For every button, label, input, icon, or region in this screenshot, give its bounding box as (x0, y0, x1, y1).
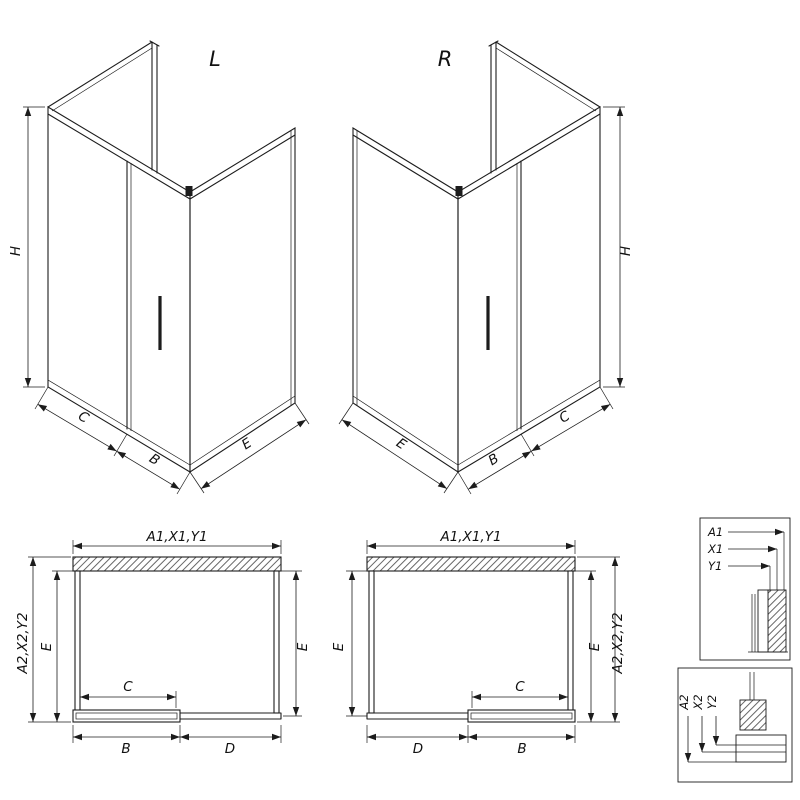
fixed-track (179, 712, 282, 720)
dim-a1: A1,X1,Y1 (366, 529, 576, 554)
dim-e-inner-left: E (39, 570, 73, 722)
side-panel-left (368, 570, 375, 714)
glass-section (749, 672, 755, 700)
dim-label-d: D (413, 741, 423, 757)
detail-label-y1: Y1 (708, 559, 722, 573)
side-panel-left (74, 570, 81, 714)
dim-h-right: H (603, 106, 634, 388)
left-return-panel (47, 40, 160, 174)
dim-c-b-left: C B (34, 386, 191, 495)
dim-c: C (80, 679, 177, 708)
glass-section (751, 594, 756, 652)
dim-label-h: H (8, 246, 24, 256)
front-sliding-wall (47, 106, 193, 473)
dim-label-c: C (557, 408, 574, 427)
detail-label-x2: X2 (691, 694, 705, 710)
plan-view-left: A1,X1,Y1 A2,X2,Y2 E E C (15, 529, 311, 757)
detail-label-x1: X1 (707, 542, 723, 556)
side-panel-right (273, 570, 280, 714)
detail-label-a1: A1 (707, 525, 723, 539)
iso-view-right: R (338, 40, 634, 495)
dim-label-d: D (225, 741, 235, 757)
dim-label-c: C (515, 679, 525, 695)
dim-label-a2x2y2: A2,X2,Y2 (610, 612, 626, 674)
dim-label-a1x1y1: A1,X1,Y1 (145, 529, 207, 545)
dim-label-b: B (121, 741, 130, 757)
detail-top-profile: A1 X1 Y1 (699, 517, 791, 661)
view-label-right: R (438, 47, 453, 71)
corner-bracket (185, 186, 193, 196)
bottom-track-section (735, 734, 787, 763)
dim-b-d: B D (72, 725, 282, 757)
dim-label-c: C (123, 679, 133, 695)
dim-e-left-side: E (331, 570, 369, 717)
view-label-left: L (209, 47, 221, 71)
door-clamp-section (739, 699, 767, 731)
front-sliding-wall (455, 106, 601, 473)
dim-label-e: E (393, 435, 409, 453)
wall-profile-section (767, 589, 787, 653)
dim-label-e: E (331, 642, 347, 651)
dim-a1: A1,X1,Y1 (72, 529, 282, 554)
iso-view-left: L (8, 40, 310, 495)
dim-label-e: E (39, 642, 55, 651)
left-side-panel (352, 127, 459, 474)
detail-label-a2: A2 (677, 694, 691, 710)
wall-section (366, 556, 576, 572)
right-return-panel (488, 40, 601, 174)
dim-c: C (471, 679, 568, 708)
dim-e-inner-right: E (575, 570, 603, 722)
right-side-panel (189, 127, 296, 474)
wall-profile-channel (757, 589, 769, 653)
dim-e-left: E (189, 402, 310, 494)
dim-label-e: E (295, 642, 311, 651)
dim-a2-left: A2,X2,Y2 (15, 556, 71, 723)
dim-e-right: E (338, 402, 459, 494)
sliding-door (72, 709, 181, 723)
dim-label-c: C (75, 408, 92, 427)
dim-d-b: D B (366, 725, 576, 757)
side-panel-right (567, 570, 574, 714)
dim-h-left: H (8, 106, 45, 388)
dim-a2-right: A2,X2,Y2 (577, 556, 626, 723)
dim-label-b: B (517, 741, 526, 757)
detail-frame (677, 667, 793, 783)
detail-bottom-track: A2 X2 Y2 (677, 667, 793, 783)
dim-label-a2x2y2: A2,X2,Y2 (15, 612, 31, 674)
detail-frame (699, 517, 791, 661)
dim-label-e: E (239, 435, 255, 453)
dim-e-right-side: E (281, 570, 311, 717)
dim-label-b: B (146, 451, 162, 469)
sliding-door (467, 709, 576, 723)
dim-label-e: E (587, 642, 603, 651)
dim-label-h: H (618, 246, 634, 256)
dim-b-c-right: B C (457, 386, 614, 495)
corner-bracket (455, 186, 463, 196)
wall-section (72, 556, 282, 572)
dim-label-b: B (486, 451, 502, 469)
dim-label-a1x1y1: A1,X1,Y1 (439, 529, 501, 545)
plan-view-right: A1,X1,Y1 A2,X2,Y2 E E C (331, 529, 626, 757)
detail-label-y2: Y2 (705, 695, 719, 709)
fixed-track (366, 712, 469, 720)
